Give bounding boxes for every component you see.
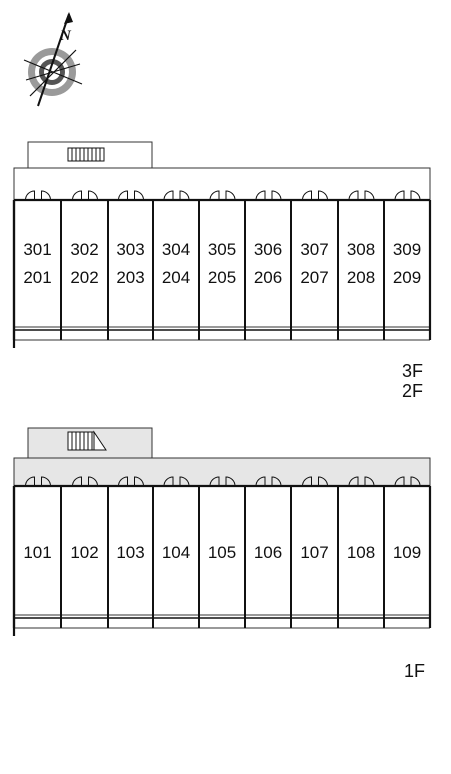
door-swing (209, 476, 220, 487)
room-number: 209 (393, 268, 421, 287)
door-swing (318, 476, 328, 487)
unit (338, 200, 384, 330)
stair-icon (67, 147, 105, 162)
room-number: 106 (254, 543, 282, 562)
lower-block: 101 102 103 104 105 106 107 108 109 (12, 427, 432, 636)
unit (61, 486, 108, 618)
unit (153, 486, 199, 618)
door-swing (348, 190, 359, 201)
unit (108, 486, 153, 618)
unit (338, 486, 384, 618)
door-swing (118, 190, 128, 201)
door-swing (394, 190, 405, 201)
room-number: 305 (208, 240, 236, 259)
door-swing (302, 476, 312, 487)
unit (14, 200, 61, 330)
room-number: 306 (254, 240, 282, 259)
room-number: 107 (300, 543, 328, 562)
unit (108, 200, 153, 330)
compass-icon: N (23, 12, 83, 107)
upper-corridor (13, 167, 431, 200)
lower-corridor (13, 457, 431, 486)
upper-block: 301 201 302 202 303 203 304 204 305 205 306 206 307 2… (12, 141, 432, 348)
room-number: 308 (347, 240, 375, 259)
door-swing (134, 190, 144, 201)
room-number: 203 (116, 268, 144, 287)
room-number: 105 (208, 543, 236, 562)
door-swing (41, 190, 51, 201)
unit (61, 200, 108, 330)
door-swing (364, 476, 375, 487)
room-number: 208 (347, 268, 375, 287)
room-number: 202 (70, 268, 98, 287)
room-number: 109 (393, 543, 421, 562)
door-swing (163, 476, 174, 487)
room-number: 204 (162, 268, 190, 287)
door-swing (88, 190, 98, 201)
door-swing (118, 476, 128, 487)
room-number: 104 (162, 543, 190, 562)
room-number: 102 (70, 543, 98, 562)
unit (291, 200, 338, 330)
room-number: 303 (116, 240, 144, 259)
unit (291, 486, 338, 618)
floor-label-1f: 1F (404, 661, 426, 681)
door-swing (410, 476, 421, 487)
door-swing (72, 476, 82, 487)
door-swing (271, 190, 282, 201)
door-swing (209, 190, 220, 201)
stair-icon (67, 430, 107, 451)
unit (384, 200, 430, 330)
unit (245, 200, 291, 330)
unit (245, 486, 291, 618)
unit (153, 200, 199, 330)
room-number: 201 (23, 268, 51, 287)
door-swing (179, 190, 190, 201)
door-swing (225, 190, 236, 201)
door-swing (25, 476, 35, 487)
room-number: 307 (300, 240, 328, 259)
door-swing (255, 190, 266, 201)
room-number: 108 (347, 543, 375, 562)
north-label: N (59, 28, 72, 44)
unit (14, 486, 61, 618)
door-swing (364, 190, 375, 201)
door-swing (25, 190, 35, 201)
door-swing (271, 476, 282, 487)
door-swing (255, 476, 266, 487)
door-swing (318, 190, 328, 201)
door-swing (394, 476, 405, 487)
room-number: 301 (23, 240, 51, 259)
unit (199, 486, 245, 618)
door-swing (179, 476, 190, 487)
room-number: 302 (70, 240, 98, 259)
unit (199, 200, 245, 330)
room-number: 207 (300, 268, 328, 287)
room-number: 205 (208, 268, 236, 287)
door-swing (410, 190, 421, 201)
room-number: 304 (162, 240, 190, 259)
room-number: 101 (23, 543, 51, 562)
room-number: 206 (254, 268, 282, 287)
door-swing (41, 476, 51, 487)
room-number: 309 (393, 240, 421, 259)
door-swing (225, 476, 236, 487)
room-number: 103 (116, 543, 144, 562)
floor-label-2f: 2F (402, 381, 424, 401)
floor-label-3f: 3F (402, 361, 424, 381)
door-swing (88, 476, 98, 487)
unit (384, 486, 430, 618)
door-swing (72, 190, 82, 201)
door-swing (134, 476, 144, 487)
door-swing (163, 190, 174, 201)
door-swing (348, 476, 359, 487)
door-swing (302, 190, 312, 201)
